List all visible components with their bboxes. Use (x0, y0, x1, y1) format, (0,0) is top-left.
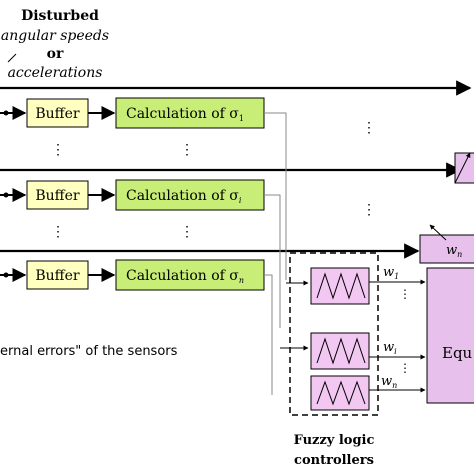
ellipsis-col2-b: ⋮ (180, 224, 194, 240)
ellipsis-col1-b: ⋮ (51, 224, 65, 240)
internal-errors-label: ernal errors" of the sensors (0, 344, 178, 359)
buffer-box-1 (26, 98, 89, 128)
top-label-tick (7, 53, 17, 63)
multiplier-box-wn (419, 234, 474, 264)
multiplier-wn-arrow (429, 224, 447, 241)
label-angular-speeds: angular speeds (1, 28, 109, 44)
membership-function-icon-i (316, 337, 366, 365)
ellipsis-col1-a: ⋮ (51, 142, 65, 158)
membership-function-icon-n (316, 380, 366, 406)
disturbed-inputs-label: Disturbed angular speeds or acceleration… (1, 8, 109, 81)
junction-dot-n (3, 272, 9, 278)
multiplier-box-upper (454, 152, 474, 184)
label-or: or (47, 46, 64, 62)
weight-label-wi: wi (383, 340, 397, 356)
equ-block (426, 267, 474, 404)
row-i: Buffer Calculation of σi (0, 179, 281, 328)
buffer-label-n: Buffer (35, 268, 80, 284)
fuzzy-label-line1: Fuzzy logic (294, 433, 375, 448)
calc-label-i: Calculation of σi (126, 188, 242, 205)
calc-box-i (115, 179, 265, 211)
fuzzy-box-1 (310, 267, 370, 305)
label-accelerations: accelerations (8, 65, 103, 81)
ellipsis-weights-a: ⋮ (399, 287, 411, 301)
junction-dot-1 (3, 110, 9, 116)
ellipsis-weights-b: ⋮ (399, 361, 411, 375)
weight-label-wn: wn (381, 374, 397, 390)
label-disturbed: Disturbed (21, 8, 99, 24)
fuzzy-controllers-group (289, 252, 379, 416)
multiplier-upper-arrow (454, 152, 471, 184)
fuzzy-label-line2: controllers (294, 453, 374, 468)
calc-label-1: Calculation of σ1 (126, 106, 244, 123)
weight-label-w1: w1 (383, 265, 399, 281)
ellipsis-col2-a: ⋮ (180, 142, 194, 158)
membership-function-icon-1 (316, 272, 366, 300)
junction-dot-i (3, 192, 9, 198)
line-calci-to-fuzzy (264, 194, 281, 328)
line-calcn-to-fuzzy (264, 274, 273, 395)
calc-label-n: Calculation of σn (126, 268, 244, 285)
buffer-box-n (26, 260, 89, 290)
line-calc1-to-fuzzy (264, 112, 287, 280)
fuzzy-box-n (310, 375, 370, 411)
row-1: Buffer Calculation of σ1 (0, 97, 287, 280)
buffer-label-i: Buffer (35, 188, 80, 204)
ellipsis-col3-b: ⋮ (362, 202, 376, 218)
multiplier-label-wn: wn (446, 243, 462, 259)
buffer-label-1: Buffer (35, 106, 80, 122)
ellipsis-col3-a: ⋮ (362, 120, 376, 136)
row-n: Buffer Calculation of σn (0, 259, 273, 395)
calc-box-n (115, 259, 265, 291)
fuzzy-box-i (310, 332, 370, 370)
calc-box-1 (115, 97, 265, 129)
equ-label: Equ (442, 344, 473, 362)
